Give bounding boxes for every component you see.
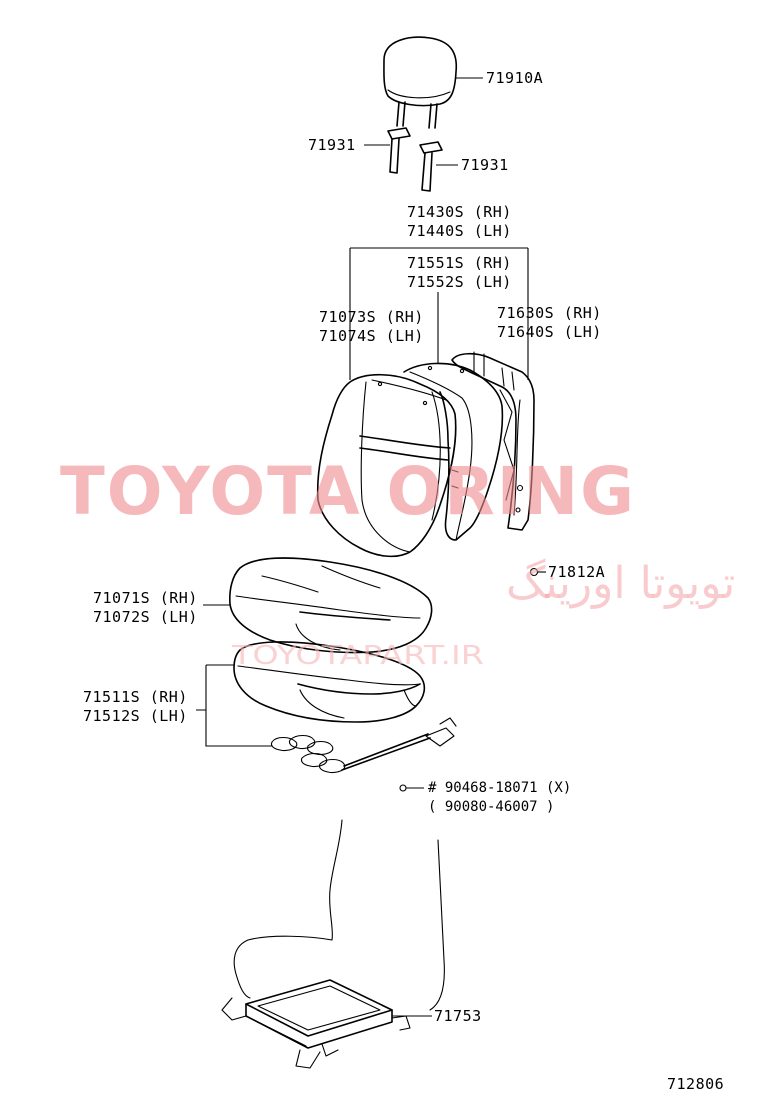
- seat-back-cover-drawing[interactable]: [316, 373, 457, 558]
- back-pad-lh-label: 71552S (LH): [407, 273, 512, 291]
- back-assy-lh-label: 71074S (LH): [319, 327, 424, 345]
- headrest-support-left-label: 71931: [308, 136, 356, 154]
- seat-outline-drawing: [233, 819, 445, 1011]
- hog-ring-label: 71812A: [548, 563, 605, 581]
- diagram-number: 712806: [667, 1075, 724, 1093]
- headrest-support-right-label: 71931: [461, 156, 509, 174]
- headrest-drawing[interactable]: [383, 36, 458, 129]
- cushion-assy-lh-label: 71072S (LH): [93, 608, 198, 626]
- seat-back-frame-drawing[interactable]: [451, 351, 535, 531]
- cushion-assy-rh-label: 71071S (RH): [93, 589, 198, 607]
- back-assy-rh-label: 71073S (RH): [319, 308, 424, 326]
- clip-part-alt-label: ( 90080-46007 ): [428, 799, 554, 815]
- watermark-url: TOYOTAPART.IR: [231, 641, 484, 671]
- watermark-main: TOYOTA ORING: [60, 453, 636, 530]
- watermark-persian: تویوتا اورینگ: [506, 558, 735, 609]
- headrest-support-left-drawing[interactable]: [387, 127, 411, 174]
- seat-track-label: 71753: [434, 1007, 482, 1025]
- clip-set-drawing[interactable]: [270, 717, 457, 774]
- clip-part-label: # 90468-18071 (X): [428, 780, 571, 796]
- back-frame-lh-label: 71640S (LH): [497, 323, 602, 341]
- seat-back-pad-drawing[interactable]: [403, 362, 504, 541]
- back-frame-rh-label: 71630S (RH): [497, 304, 602, 322]
- cushion-pad-lh-label: 71512S (LH): [83, 707, 188, 725]
- headrest-support-right-drawing[interactable]: [419, 141, 443, 192]
- hog-ring-drawing[interactable]: [529, 567, 539, 577]
- seat-cushion-pad-drawing[interactable]: [233, 641, 426, 723]
- seat-track-drawing[interactable]: [221, 979, 411, 1069]
- back-cover-lh-label: 71440S (LH): [407, 222, 512, 240]
- seat-cushion-cover-drawing[interactable]: [229, 557, 433, 654]
- clip-part-drawing[interactable]: [399, 784, 407, 792]
- headrest-label: 71910A: [486, 69, 543, 87]
- back-cover-rh-label: 71430S (RH): [407, 203, 512, 221]
- cushion-pad-rh-label: 71511S (RH): [83, 688, 188, 706]
- back-pad-rh-label: 71551S (RH): [407, 254, 512, 272]
